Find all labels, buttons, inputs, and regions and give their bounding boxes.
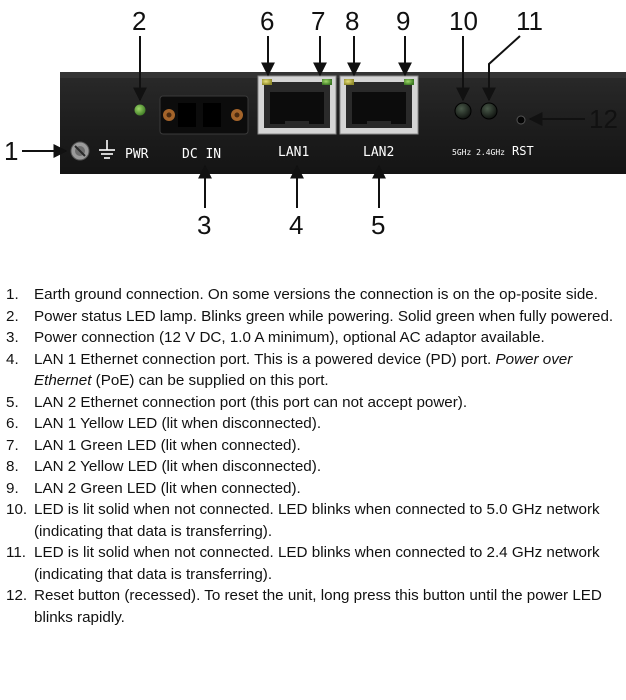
- legend-text-italic: Power over Ethernet: [34, 350, 573, 390]
- callout-10: 10: [449, 6, 478, 36]
- legend-item: 3. Power connection (12 V DC, 1.0 A minim…: [6, 327, 618, 349]
- legend-number: 10.: [6, 501, 28, 518]
- led-2-4ghz: [480, 102, 498, 120]
- legend-number: 1.: [6, 286, 19, 303]
- legend-item: 12. Reset button (recessed). To reset the…: [6, 585, 618, 628]
- legend-item: 1. Earth ground connection. On some versi…: [6, 284, 618, 306]
- legend-text: Earth ground connection. On some version…: [34, 286, 598, 303]
- legend-text: LAN 2 Ethernet connection port (this por…: [34, 393, 468, 411]
- legend-number: 7.: [6, 436, 19, 454]
- ground-icon: [99, 140, 115, 159]
- legend-text-main: LAN 1 Ethernet connection port. This is …: [34, 350, 492, 368]
- legend-text: LED is lit solid when not connected. LED…: [34, 501, 600, 540]
- legend-text: Reset button (recessed). To reset the un…: [34, 587, 602, 626]
- callout-3: 3: [197, 210, 211, 240]
- callout-6: 6: [260, 6, 274, 36]
- legend-text: LAN 2 Green LED (lit when connected).: [34, 479, 301, 497]
- dc-in-connector: [159, 95, 249, 135]
- callout-9: 9: [396, 6, 410, 36]
- power-led: [133, 103, 147, 117]
- legend-number: 2.: [6, 307, 19, 325]
- legend-text: LED is lit solid when not connected. LED…: [34, 544, 600, 583]
- legend-number: 5.: [6, 393, 19, 411]
- lan1-label: LAN1: [278, 145, 309, 160]
- freq-label: 5GHz 2.4GHz: [452, 148, 505, 157]
- legend-item: 5. LAN 2 Ethernet connection port (this p…: [6, 392, 618, 414]
- legend-item: 4. LAN 1 Ethernet connection port. This i…: [6, 349, 618, 392]
- lan1-port: [257, 75, 337, 135]
- legend-number: 12.: [6, 587, 28, 604]
- legend-number: 4.: [6, 350, 19, 368]
- legend-text: LAN 1 Ethernet connection port. This is …: [34, 349, 618, 392]
- dc-in-label: DC IN: [182, 147, 221, 162]
- callout-arrows: [22, 35, 585, 208]
- callout-1: 1: [4, 136, 18, 166]
- legend-list: 1. Earth ground connection. On some versi…: [6, 284, 618, 628]
- legend-item: 11. LED is lit solid when not connected. …: [6, 542, 618, 585]
- legend-text: LAN 1 Yellow LED (lit when disconnected)…: [34, 415, 322, 432]
- lan2-label: LAN2: [363, 145, 394, 160]
- legend-item: 8. LAN 2 Yellow LED (lit when disconnecte…: [6, 456, 618, 478]
- device-panel-figure: PWR DC IN LAN1 LAN2 5GHz 2.4GHz RST: [0, 0, 626, 250]
- legend-item: 10. LED is lit solid when not connected. …: [6, 499, 618, 542]
- reset-button: [516, 115, 526, 125]
- callout-11: 11: [516, 6, 543, 36]
- legend-text: LAN 1 Green LED (lit when connected).: [34, 436, 301, 454]
- callout-2: 2: [132, 6, 146, 36]
- callout-7: 7: [311, 6, 325, 36]
- legend-text: Power status LED lamp. Blinks green whil…: [34, 307, 614, 325]
- lan2-port: [339, 75, 419, 135]
- callout-5: 5: [371, 210, 385, 240]
- ground-screw: [70, 141, 90, 161]
- callout-8: 8: [345, 6, 359, 36]
- legend-text-after: (PoE) can be supplied on this port.: [91, 372, 329, 389]
- legend-number: 8.: [6, 458, 19, 475]
- legend-text: Power connection (12 V DC, 1.0 A minimum…: [34, 329, 545, 346]
- pwr-label: PWR: [125, 147, 149, 162]
- legend-text: LAN 2 Yellow LED (lit when disconnected)…: [34, 458, 322, 475]
- legend-number: 3.: [6, 329, 19, 346]
- legend-number: 11.: [6, 544, 26, 561]
- legend-item: 6. LAN 1 Yellow LED (lit when disconnecte…: [6, 413, 618, 435]
- legend-item: 2. Power status LED lamp. Blinks green wh…: [6, 306, 618, 328]
- legend-item: 7. LAN 1 Green LED (lit when connected).: [6, 435, 618, 457]
- legend-item: 9. LAN 2 Green LED (lit when connected).: [6, 478, 618, 500]
- legend-number: 6.: [6, 415, 19, 432]
- led-5ghz: [454, 102, 472, 120]
- legend-number: 9.: [6, 479, 19, 497]
- callout-12: 12: [589, 104, 618, 134]
- callout-4: 4: [289, 210, 303, 240]
- rst-label: RST: [512, 144, 534, 158]
